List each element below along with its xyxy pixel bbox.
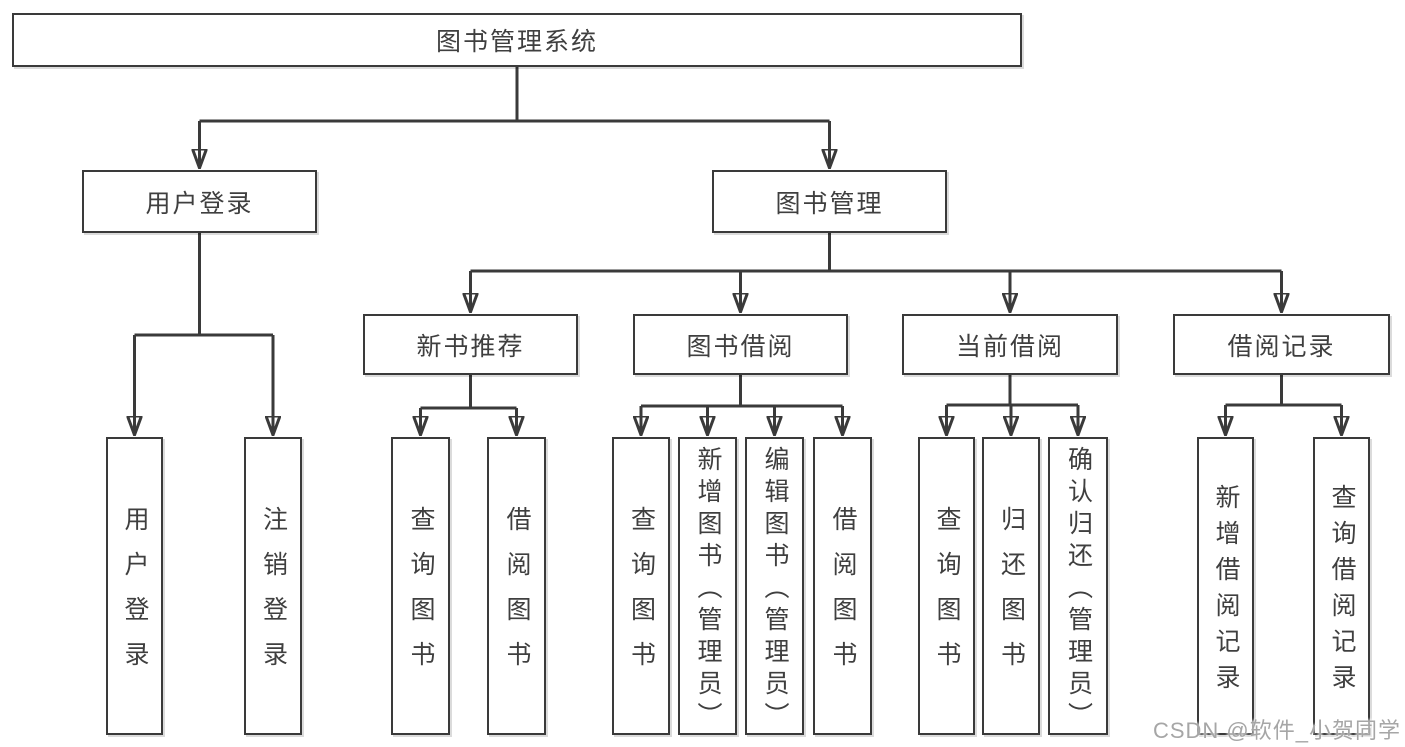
leaf-add-borrow-record: 新增借阅记录 [1197,437,1254,735]
node-label: 新书推荐 [416,332,525,361]
leaf-label: 查询图书 [407,506,435,686]
node-borrowing-records: 借阅记录 [1173,314,1390,375]
leaf-label: 注销登录 [259,506,288,686]
node-book-management: 图书管理 [712,170,947,233]
leaf-confirm-return-admin: 确认归还（管理员） [1048,437,1108,735]
node-current-borrowing: 当前借阅 [902,314,1118,375]
leaf-query-borrow-record: 查询借阅记录 [1313,437,1370,735]
leaf-label: 查询图书 [627,506,656,686]
leaf-label: 借阅图书 [829,506,857,686]
leaf-logout: 注销登录 [244,437,302,735]
leaf-user-login: 用户登录 [106,437,163,735]
leaf-edit-books-admin: 编辑图书（管理员） [745,437,804,735]
node-new-book-recommend: 新书推荐 [363,314,578,375]
node-label: 当前借阅 [955,332,1064,361]
leaf-label: 查询借阅记录 [1328,483,1356,700]
leaf-borrow-books: 借阅图书 [813,437,872,735]
node-label: 图书借阅 [686,332,795,361]
leaf-label: 归还图书 [997,506,1026,686]
leaf-return-books: 归还图书 [982,437,1040,735]
node-root-label: 图书管理系统 [435,28,598,56]
leaf-query-books-current: 查询图书 [918,437,975,735]
node-user-login: 用户登录 [82,170,317,233]
node-book-borrowing: 图书借阅 [633,314,848,375]
leaf-label: 查询图书 [933,506,961,686]
leaf-label: 新增借阅记录 [1212,483,1240,700]
node-label: 图书管理 [775,189,884,218]
leaf-label: 编辑图书（管理员） [761,445,789,734]
leaf-label: 确认归还（管理员） [1064,445,1093,734]
leaf-add-books-admin: 新增图书（管理员） [678,437,737,735]
node-label: 借阅记录 [1227,332,1336,361]
leaf-label: 用户登录 [121,506,149,686]
node-root-system: 图书管理系统 [12,13,1022,67]
node-label: 用户登录 [145,189,254,218]
leaf-label: 借阅图书 [503,506,531,686]
leaf-borrow-books-recommend: 借阅图书 [487,437,546,735]
leaf-query-books-recommend: 查询图书 [391,437,450,735]
csdn-watermark: CSDN @软件_小贺同学 [1152,718,1401,743]
leaf-query-books-borrow: 查询图书 [612,437,670,735]
leaf-label: 新增图书（管理员） [694,445,722,734]
